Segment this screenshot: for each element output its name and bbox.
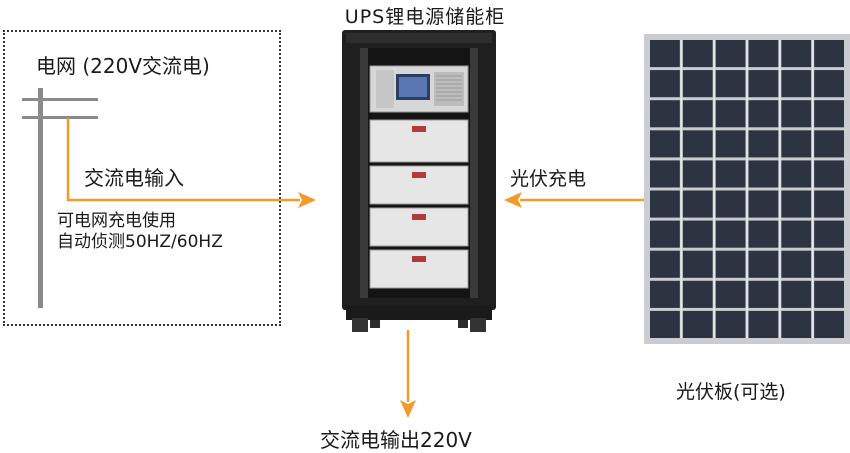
- solar-cell: [682, 160, 713, 188]
- solar-cell: [748, 40, 779, 68]
- solar-cell: [650, 310, 680, 338]
- ups-cabinet-icon: [342, 30, 496, 332]
- solar-cell: [781, 250, 812, 278]
- solar-cell: [682, 40, 713, 68]
- solar-cell: [682, 310, 713, 338]
- battery-module-1: [369, 119, 469, 163]
- solar-cell: [715, 310, 746, 338]
- solar-cell: [748, 70, 779, 98]
- solar-cell: [814, 250, 844, 278]
- solar-cell: [814, 220, 844, 248]
- solar-cell: [682, 70, 713, 98]
- solar-cell: [781, 310, 812, 338]
- grid-region-border: [3, 30, 281, 326]
- solar-cell: [715, 70, 746, 98]
- ac-input-label: 交流电输入: [84, 166, 184, 190]
- solar-cell: [814, 40, 844, 68]
- solar-cell: [682, 100, 713, 128]
- solar-cell: [781, 40, 812, 68]
- solar-cell: [781, 100, 812, 128]
- solar-cell: [781, 190, 812, 218]
- solar-cell: [650, 40, 680, 68]
- solar-cell: [781, 280, 812, 308]
- solar-cell: [682, 220, 713, 248]
- solar-cell: [715, 250, 746, 278]
- solar-cell: [650, 280, 680, 308]
- solar-cell: [682, 190, 713, 218]
- solar-cell: [781, 70, 812, 98]
- solar-cell: [715, 40, 746, 68]
- utility-pole-icon: [22, 88, 98, 308]
- solar-panel-icon: [644, 34, 850, 344]
- solar-cell: [715, 100, 746, 128]
- solar-panel-label: 光伏板(可选): [676, 381, 786, 403]
- solar-cell: [682, 280, 713, 308]
- ac-input-arrow: [66, 118, 316, 208]
- solar-cell: [814, 310, 844, 338]
- solar-cell: [650, 130, 680, 158]
- solar-cell: [814, 100, 844, 128]
- ups-controller-module: [369, 65, 469, 113]
- solar-cell: [650, 220, 680, 248]
- solar-cell: [814, 70, 844, 98]
- grid-note: 可电网充电使用 自动侦测50HZ/60HZ: [57, 211, 223, 253]
- solar-cell: [748, 130, 779, 158]
- solar-cell: [682, 130, 713, 158]
- solar-cell: [715, 280, 746, 308]
- grid-note-line2: 自动侦测50HZ/60HZ: [57, 232, 223, 252]
- solar-cell: [748, 220, 779, 248]
- solar-cell: [814, 190, 844, 218]
- solar-cell: [715, 190, 746, 218]
- cabinet-title: UPS锂电源储能柜: [344, 6, 506, 28]
- solar-cell: [715, 220, 746, 248]
- battery-module-3: [369, 207, 469, 247]
- pv-charge-arrow: [504, 192, 644, 208]
- solar-cell: [748, 190, 779, 218]
- battery-module-2: [369, 165, 469, 205]
- solar-cell: [650, 250, 680, 278]
- grid-label: 电网 (220V交流电): [36, 54, 210, 78]
- grid-note-line1: 可电网充电使用: [57, 211, 176, 231]
- solar-cell: [781, 220, 812, 248]
- solar-cell: [748, 310, 779, 338]
- battery-module-4: [369, 249, 469, 289]
- solar-cell: [781, 130, 812, 158]
- solar-cell: [715, 160, 746, 188]
- solar-cell: [748, 250, 779, 278]
- solar-cell: [814, 130, 844, 158]
- solar-cell: [650, 70, 680, 98]
- solar-cell: [748, 160, 779, 188]
- ac-output-arrow: [400, 330, 416, 418]
- solar-cell: [814, 160, 844, 188]
- solar-cell: [814, 280, 844, 308]
- solar-cell: [748, 100, 779, 128]
- solar-cell: [650, 190, 680, 218]
- solar-cell: [781, 160, 812, 188]
- solar-cell: [650, 160, 680, 188]
- solar-cell: [650, 100, 680, 128]
- solar-cell: [748, 280, 779, 308]
- solar-cell: [715, 130, 746, 158]
- pv-charge-label: 光伏充电: [510, 168, 587, 190]
- solar-cell: [682, 250, 713, 278]
